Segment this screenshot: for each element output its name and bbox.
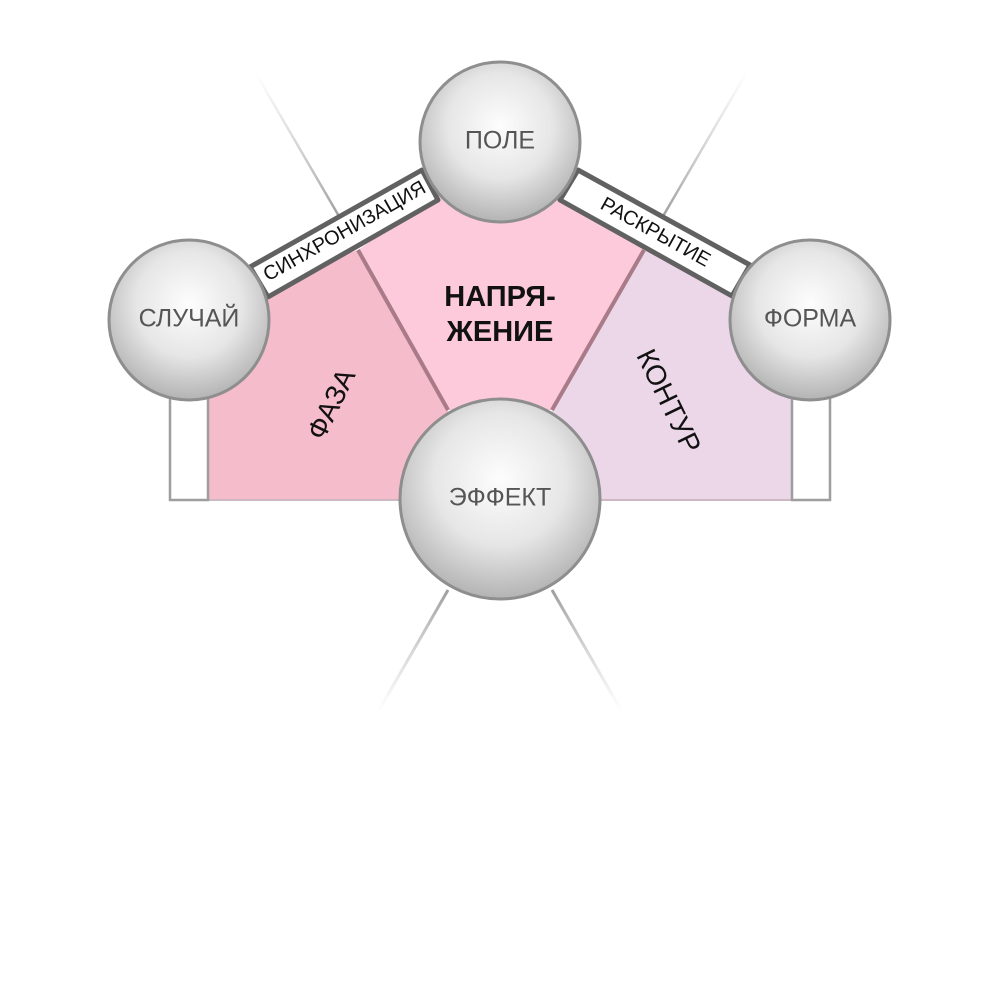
- node-top: ПОЛЕ: [418, 60, 582, 224]
- guide-line: [376, 589, 450, 713]
- node-right-label: ФОРМА: [764, 305, 857, 333]
- region-center: [358, 150, 644, 410]
- node-left: СЛУЧАЙ: [107, 238, 271, 402]
- band-right: [557, 167, 753, 299]
- node-bottom-label: ЭФФЕКТ: [449, 484, 552, 512]
- right-post: [790, 395, 832, 502]
- node-right: ФОРМА: [728, 238, 892, 402]
- node-top-label: ПОЛЕ: [465, 127, 535, 155]
- left-post: [168, 395, 210, 502]
- node-top-sphere: [418, 60, 582, 224]
- divider-line: [356, 249, 450, 411]
- node-right-sphere: [728, 238, 892, 402]
- node-bottom: ЭФФЕКТ: [398, 397, 602, 601]
- guide-line: [660, 69, 750, 219]
- node-left-sphere: [107, 238, 271, 402]
- node-left-label: СЛУЧАЙ: [139, 303, 240, 333]
- node-bottom-sphere: [398, 397, 602, 601]
- divider-line: [550, 249, 646, 411]
- guide-line: [550, 589, 624, 713]
- guide-line: [253, 71, 342, 219]
- center-label-line2: ЖЕНИЕ: [446, 316, 554, 348]
- center-label-line1: НАПРЯ-: [444, 281, 555, 313]
